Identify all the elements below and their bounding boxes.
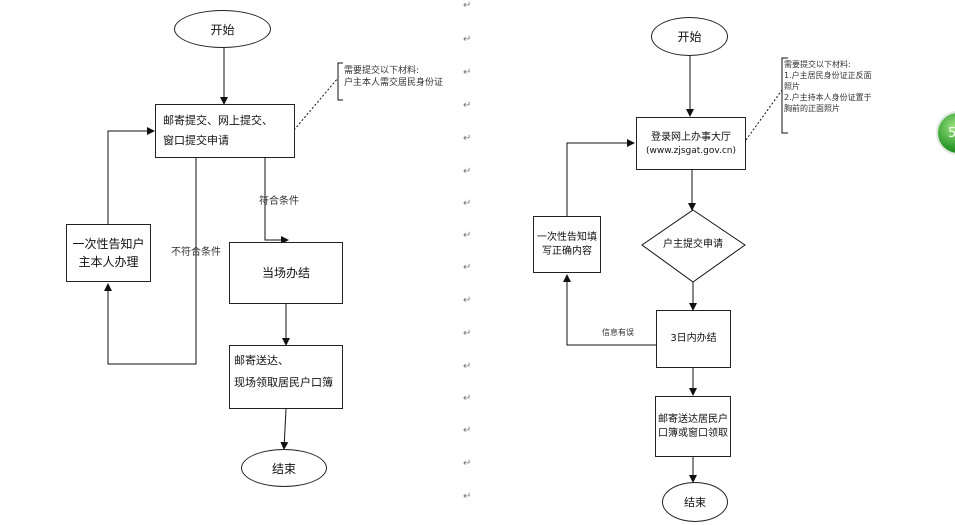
note-right-line4: 2.户主持本人身份证置于 bbox=[784, 93, 872, 102]
hall-line1: 登录网上办事大厅 bbox=[651, 131, 731, 143]
label-not-meet-conditions: 不符合条件 bbox=[171, 247, 221, 258]
start-label: 开始 bbox=[210, 22, 235, 37]
paragraph-mark: ↵ bbox=[463, 198, 472, 209]
deliver-left-line2: 现场领取居民户口簿 bbox=[234, 376, 333, 389]
end-label: 结束 bbox=[271, 461, 296, 476]
note-bracket-right bbox=[781, 57, 788, 134]
note-connector-right bbox=[745, 89, 783, 141]
note-left-line2: 户主本人需交居民身份证 bbox=[344, 78, 444, 88]
arrow-submit-to-onsite bbox=[264, 157, 289, 244]
paragraph-mark: ↵ bbox=[463, 0, 472, 11]
start-node-right: 开始 bbox=[651, 17, 728, 56]
notify-owner-box: 一次性告知户 主本人办理 bbox=[66, 224, 151, 282]
paragraph-mark: ↵ bbox=[463, 393, 472, 404]
onsite-label: 当场办结 bbox=[261, 266, 310, 280]
label-meets-conditions: 符合条件 bbox=[259, 196, 299, 207]
three-day-box: 3日内办结 bbox=[656, 310, 731, 368]
deliver-right-line1: 邮寄送达居民户 bbox=[658, 413, 728, 425]
note-right-line3: 照片 bbox=[784, 82, 800, 91]
notify-right-line2: 写正确内容 bbox=[542, 245, 592, 257]
paragraph-mark: ↵ bbox=[463, 328, 472, 339]
online-hall-box: 登录网上办事大厅 (www.zjsgat.gov.cn) bbox=[636, 117, 746, 170]
paragraph-mark: ↵ bbox=[463, 100, 472, 111]
paragraph-mark: ↵ bbox=[463, 425, 472, 436]
note-right-line2: 1.户主居民身份证正反面 bbox=[784, 71, 872, 80]
arrow-3day-to-notify bbox=[563, 274, 656, 346]
three-day-label: 3日内办结 bbox=[670, 333, 717, 344]
notify-line1: 一次性告知户 bbox=[72, 237, 145, 251]
deliver-right-line2: 口簿或窗口领取 bbox=[658, 427, 728, 439]
arrow-notify-to-submit bbox=[107, 127, 155, 224]
hall-url: (www.zjsgat.gov.cn) bbox=[645, 145, 737, 156]
submit-label-line1: 邮寄提交、网上提交、 bbox=[163, 114, 273, 127]
page-badge[interactable]: 5 bbox=[938, 113, 955, 153]
note-bracket-left bbox=[337, 62, 343, 101]
onsite-completion-box: 当场办结 bbox=[229, 242, 343, 304]
paragraph-mark: ↵ bbox=[463, 262, 472, 273]
end-label: 结束 bbox=[684, 496, 706, 509]
paragraph-mark: ↵ bbox=[463, 361, 472, 372]
paragraph-mark: ↵ bbox=[463, 34, 472, 45]
deliver-booklet-box: 邮寄送达、 现场领取居民户口簿 bbox=[229, 345, 343, 409]
note-right-line5: 胸前的正面照片 bbox=[784, 104, 840, 113]
notify-correct-box: 一次性告知填 写正确内容 bbox=[533, 216, 601, 273]
end-node-left: 结束 bbox=[241, 449, 327, 487]
label-info-error: 信息有误 bbox=[602, 328, 634, 337]
paragraph-mark: ↵ bbox=[463, 166, 472, 177]
arrow-submit-to-notify bbox=[104, 157, 197, 365]
note-right-line1: 需要提交以下材料: bbox=[784, 60, 851, 69]
start-node-left: 开始 bbox=[174, 10, 271, 48]
paragraph-mark: ↵ bbox=[463, 458, 472, 469]
paragraph-mark: ↵ bbox=[463, 295, 472, 306]
submit-application-box: 邮寄提交、网上提交、 窗口提交申请 bbox=[155, 104, 295, 158]
note-left-line1: 需要提交以下材料: bbox=[344, 66, 420, 76]
arrow-notify-to-hall bbox=[566, 139, 635, 216]
deliver-right-box: 邮寄送达居民户 口簿或窗口领取 bbox=[655, 396, 731, 457]
submit-label-line2: 窗口提交申请 bbox=[163, 134, 229, 147]
notify-line2: 主本人办理 bbox=[78, 255, 139, 269]
deliver-left-line1: 邮寄送达、 bbox=[234, 354, 289, 367]
start-label: 开始 bbox=[677, 30, 702, 44]
page-badge-number: 5 bbox=[948, 125, 955, 141]
apply-decision-label: 户主提交申请 bbox=[663, 239, 723, 250]
paragraph-mark: ↵ bbox=[463, 133, 472, 144]
paragraph-mark: ↵ bbox=[463, 67, 472, 78]
note-connector-left bbox=[293, 77, 339, 131]
arrow-deliver-to-end bbox=[280, 408, 289, 450]
notify-right-line1: 一次性告知填 bbox=[537, 231, 597, 243]
paragraph-mark: ↵ bbox=[463, 491, 472, 502]
materials-note-right: 需要提交以下材料: 1.户主居民身份证正反面 照片 2.户主持本人身份证置于 胸… bbox=[784, 59, 872, 114]
materials-note-left: 需要提交以下材料: 户主本人需交居民身份证 bbox=[344, 65, 443, 89]
end-node-right: 结束 bbox=[662, 482, 728, 522]
paragraph-mark: ↵ bbox=[463, 230, 472, 241]
